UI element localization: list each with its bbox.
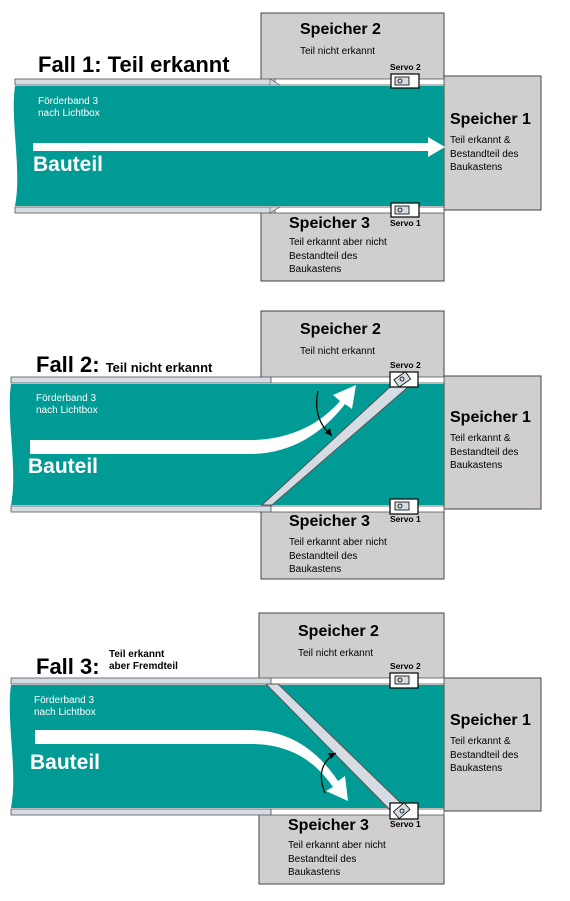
top-rail xyxy=(10,376,272,384)
storage-1-box xyxy=(443,75,542,211)
storage-1-title: Speicher 1 xyxy=(450,409,531,426)
case-3-title: Fall 3: xyxy=(36,654,100,679)
servo-1-label: Servo 1 xyxy=(390,218,421,228)
conveyor-belt xyxy=(9,685,444,808)
storage-1-desc: Teil erkannt & Bestandteil des Baukasten… xyxy=(450,135,519,173)
storage-2-box xyxy=(260,310,445,381)
case-2-graphic xyxy=(9,310,542,580)
storage-1-desc: Teil erkannt & Bestandteil des Baukasten… xyxy=(450,433,519,471)
storage-3-desc: Teil erkannt aber nicht Bestandteil des … xyxy=(288,840,386,878)
storage-1-desc: Teil erkannt & Bestandteil des Baukasten… xyxy=(450,736,519,774)
storage-1-title: Speicher 1 xyxy=(450,111,531,128)
servo-1-label: Servo 1 xyxy=(390,514,421,524)
case-2-title: Fall 2: Teil nicht erkannt xyxy=(36,352,212,377)
storage-2-desc: Teil nicht erkannt xyxy=(300,46,376,57)
storage-3-box xyxy=(260,508,445,580)
bottom-rail xyxy=(14,206,276,214)
storage-3-desc: Teil erkannt aber nicht Bestandteil des … xyxy=(289,237,387,275)
top-rail xyxy=(14,78,276,86)
storage-3-title: Speicher 3 xyxy=(289,513,370,530)
case-2-title-main: Fall 2: xyxy=(36,352,100,377)
servo-1-label: Servo 1 xyxy=(390,819,421,829)
part-direction-arrow xyxy=(30,385,356,454)
storage-2-title: Speicher 2 xyxy=(300,321,381,338)
part-label: Bauteil xyxy=(33,153,104,176)
storage-2-title: Speicher 2 xyxy=(300,21,381,38)
case-1-title: Fall 1: Teil erkannt xyxy=(38,52,230,77)
part-direction-arrow xyxy=(33,137,445,157)
storage-3-title: Speicher 3 xyxy=(289,215,370,232)
case-2-panel: Fall 2: Teil nicht erkannt Förderband 3 … xyxy=(0,309,570,599)
part-label: Bauteil xyxy=(30,751,101,774)
servo-2-label: Servo 2 xyxy=(390,661,421,671)
storage-2-desc: Teil nicht erkannt xyxy=(300,346,376,357)
case-3-subtitle-line-2: aber Fremdteil xyxy=(109,661,178,672)
case-3-subtitle-line-1: Teil erkannt xyxy=(109,649,165,660)
servo-2-label: Servo 2 xyxy=(390,360,421,370)
storage-1-title: Speicher 1 xyxy=(450,712,531,729)
part-label: Bauteil xyxy=(28,455,99,478)
storage-1-box xyxy=(443,677,542,812)
servo-2-label: Servo 2 xyxy=(390,62,421,72)
bottom-rail xyxy=(10,808,272,816)
belt-label: Förderband 3 nach Lichtbox xyxy=(36,393,98,416)
belt-label: Förderband 3 nach Lichtbox xyxy=(34,695,96,718)
part-direction-arrow xyxy=(35,730,348,801)
storage-2-box xyxy=(260,12,445,83)
case-2-title-small: Teil nicht erkannt xyxy=(105,360,213,375)
case-1-panel: Fall 1: Teil erkannt Förderband 3 nach L… xyxy=(0,10,570,300)
storage-3-title: Speicher 3 xyxy=(288,817,369,834)
storage-2-desc: Teil nicht erkannt xyxy=(298,648,374,659)
storage-3-desc: Teil erkannt aber nicht Bestandteil des … xyxy=(289,537,387,575)
storage-2-title: Speicher 2 xyxy=(298,623,379,640)
storage-2-box xyxy=(258,612,445,683)
storage-3-box xyxy=(258,813,445,885)
belt-label: Förderband 3 nach Lichtbox xyxy=(38,96,100,119)
storage-1-box xyxy=(443,375,542,510)
case-1-graphic xyxy=(13,12,542,282)
case-3-graphic xyxy=(9,612,542,885)
bottom-rail xyxy=(10,505,272,513)
